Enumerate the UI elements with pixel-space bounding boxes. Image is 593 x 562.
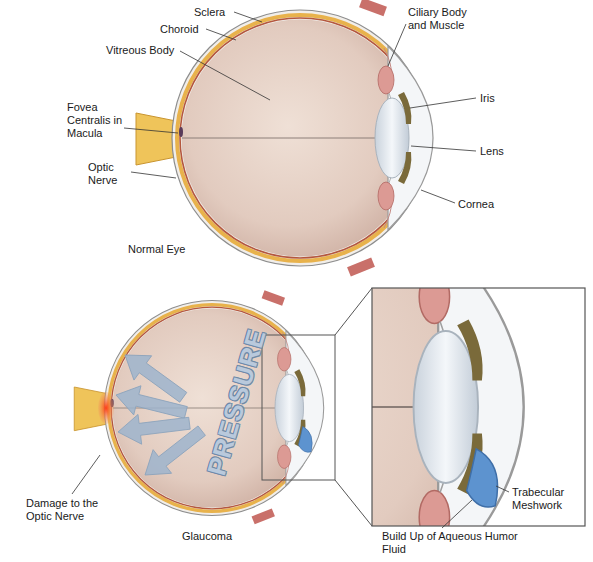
part-label: Build Up of Aqueous Humor Fluid xyxy=(382,530,522,556)
figure-caption: Normal Eye xyxy=(128,243,185,256)
part-label: Damage to the Optic Nerve xyxy=(26,497,118,523)
part-label: Fovea Centralis in Macula xyxy=(67,101,123,140)
inset-detail xyxy=(0,141,585,562)
part-label: Iris xyxy=(480,92,495,105)
part-label: Choroid xyxy=(160,23,199,36)
figure-caption: Glaucoma xyxy=(182,530,232,543)
normal-eye xyxy=(136,0,433,277)
part-label: Ciliary Body and Muscle xyxy=(408,6,488,32)
glaucoma-eye xyxy=(74,288,372,526)
part-label: Lens xyxy=(480,145,504,158)
part-label: Vitreous Body xyxy=(106,44,174,57)
part-label: Optic Nerve xyxy=(88,161,130,187)
part-label: Trabecular Meshwork xyxy=(512,486,578,512)
leader-lines xyxy=(72,12,509,528)
part-label: Cornea xyxy=(458,198,494,211)
part-label: Sclera xyxy=(194,6,225,19)
